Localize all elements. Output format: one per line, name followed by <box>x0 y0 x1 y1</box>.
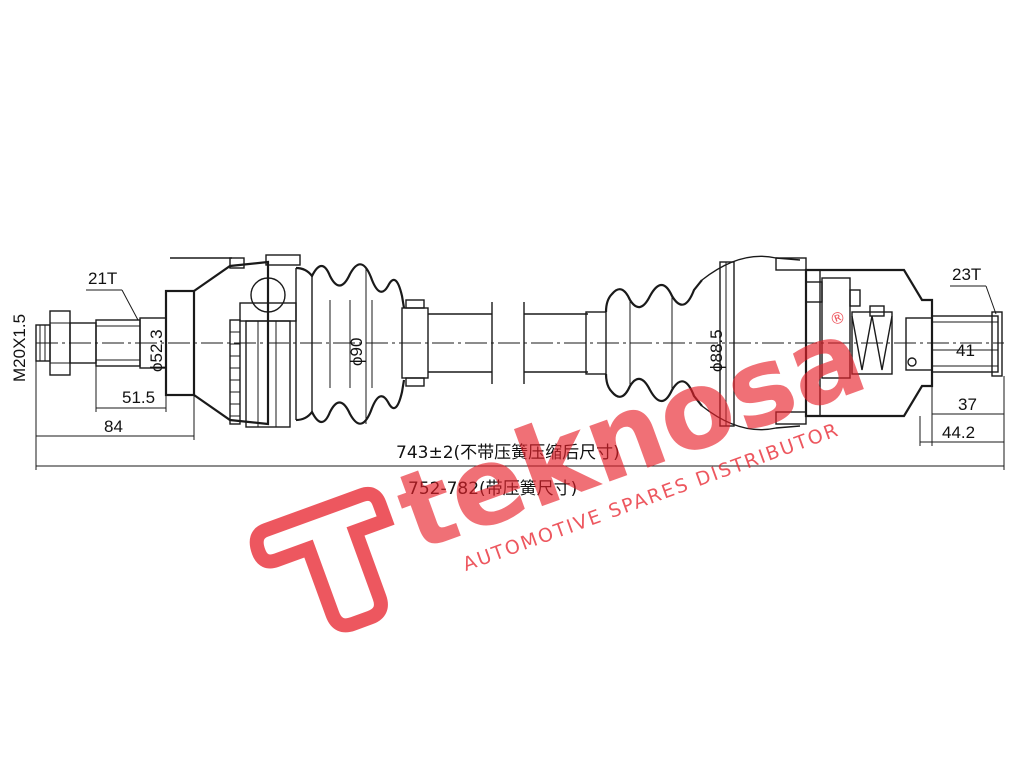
teknosa-logo-mark-icon <box>249 486 395 633</box>
total-length-spring-label: 752-782(带压簧尺寸) <box>408 479 577 499</box>
outer-cv-joint <box>164 254 301 428</box>
length-41-label: 41 <box>956 341 975 360</box>
diameter-52-3-label: ϕ52.3 <box>147 329 166 372</box>
total-length-compressed-label: 743±2(不带压簧压缩后尺寸) <box>396 443 620 463</box>
diameter-88-5-label: ϕ88.5 <box>707 329 726 372</box>
dimension-lines <box>35 262 1005 470</box>
spline-right-label: 23T <box>952 265 981 284</box>
inner-boot <box>585 255 801 431</box>
length-37-label: 37 <box>958 395 977 414</box>
length-44-2-label: 44.2 <box>942 423 975 442</box>
teknosa-watermark-logo: teknosa ® AUTOMOTIVE SPARES DISTRIBUTOR <box>249 293 881 633</box>
outer-boot <box>295 263 429 425</box>
right-spline-stub <box>931 311 1003 377</box>
watermark-registered-mark: ® <box>827 307 849 330</box>
length-51-5-label: 51.5 <box>122 388 155 407</box>
spline-left-label: 21T <box>88 269 117 288</box>
thread-spec-label: M20X1.5 <box>10 314 29 382</box>
diameter-90-label: ϕ90 <box>347 338 366 366</box>
dimension-labels: M20X1.5 21T ϕ52.3 ϕ90 ϕ88.5 51.5 84 23T … <box>10 265 981 499</box>
length-84-label: 84 <box>104 417 123 436</box>
intermediate-shaft <box>36 302 1004 384</box>
